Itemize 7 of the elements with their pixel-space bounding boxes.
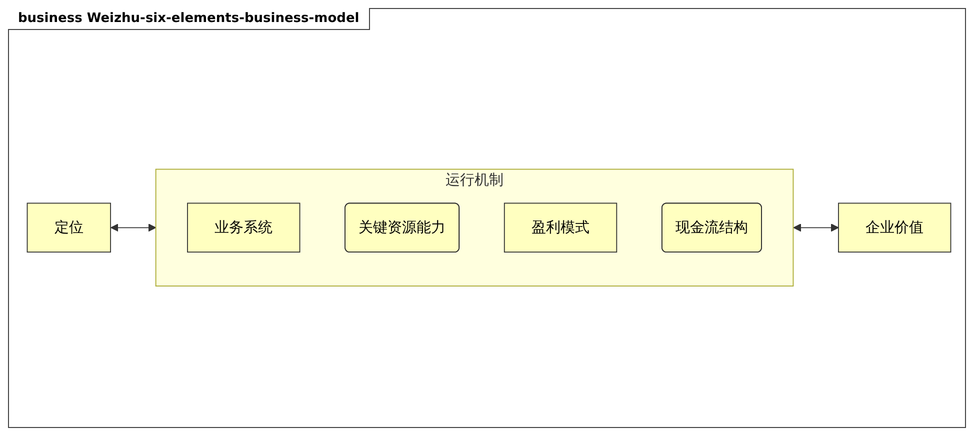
- arrow: [793, 224, 839, 232]
- node-box: 业务系统: [187, 203, 300, 253]
- node-box: 企业价值: [838, 203, 952, 253]
- arrow: [110, 224, 156, 232]
- node-box: 定位: [26, 203, 111, 253]
- node-box: 盈利模式: [504, 203, 618, 253]
- diagram-title: business Weizhu-six-elements-business-model: [8, 8, 370, 30]
